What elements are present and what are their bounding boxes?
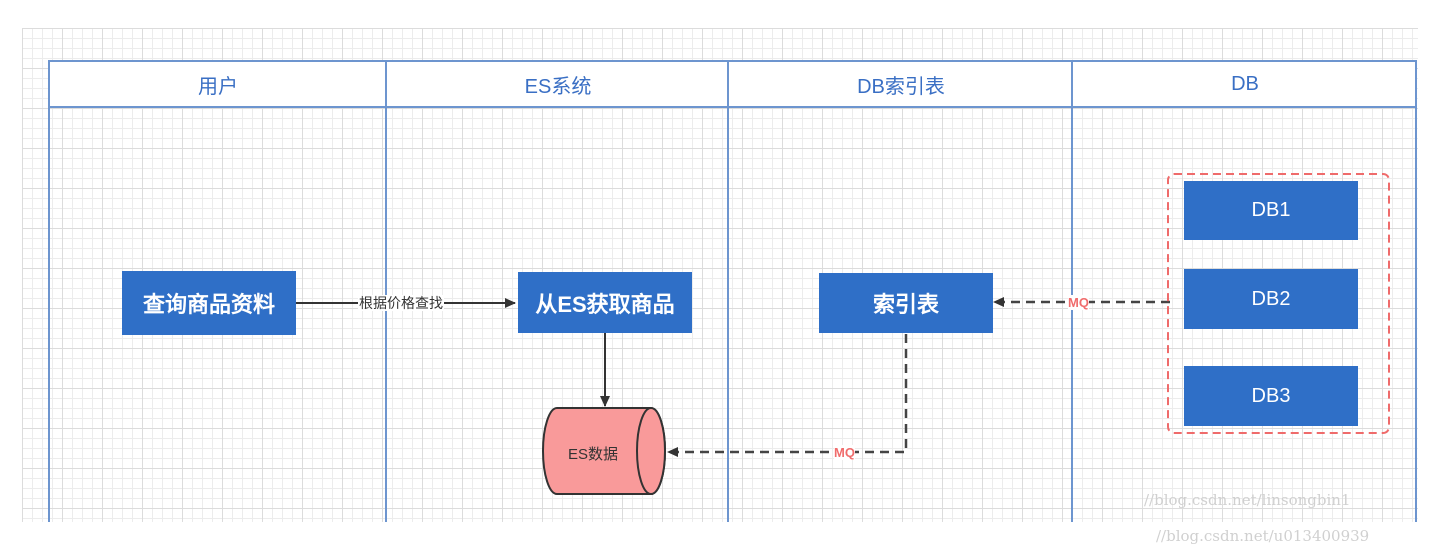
- index-table-box: 索引表: [819, 273, 993, 333]
- edge-label-mq-index: MQ: [834, 445, 855, 460]
- lane-title: DB索引表: [857, 75, 945, 98]
- db2-box: DB2: [1184, 269, 1358, 329]
- lane-divider: [727, 60, 729, 522]
- watermark-1: //blog.csdn.net/linsongbin1: [1144, 491, 1351, 509]
- lane-divider: [385, 60, 387, 522]
- lane-divider: [1071, 60, 1073, 522]
- edge-label-mq-db: MQ: [1068, 295, 1089, 310]
- lane-title: ES系统: [524, 75, 592, 98]
- node-label: 查询商品资料: [142, 292, 275, 317]
- db-group-border: [1167, 173, 1390, 434]
- node-label: DB3: [1251, 384, 1291, 407]
- lane-header-db: DB: [1073, 60, 1417, 108]
- edge-index-to-esdata: [667, 334, 908, 457]
- lane-divider: [1415, 60, 1417, 522]
- es-data-cylinder: [542, 407, 666, 495]
- db3-box: DB3: [1184, 366, 1358, 426]
- query-product-box: 查询商品资料: [122, 271, 296, 335]
- lane-title: DB: [1231, 72, 1259, 95]
- db1-box: DB1: [1184, 181, 1358, 240]
- watermark-2: //blog.csdn.net/u013400939: [1156, 527, 1370, 545]
- lane-divider: [48, 60, 50, 522]
- lane-header-user: 用户: [49, 60, 387, 108]
- lane-title: 用户: [198, 75, 238, 98]
- node-label: 索引表: [872, 292, 939, 317]
- es-data-label: ES数据: [567, 446, 618, 463]
- node-label: DB2: [1251, 287, 1291, 310]
- lane-header-es-system: ES系统: [387, 60, 729, 108]
- node-label: DB1: [1251, 199, 1291, 221]
- edge-label-price-search: 根据价格查找: [358, 295, 444, 311]
- lane-header-db-index: DB索引表: [729, 60, 1073, 108]
- node-label: 从ES获取商品: [535, 291, 675, 317]
- es-fetch-box: 从ES获取商品: [518, 272, 692, 333]
